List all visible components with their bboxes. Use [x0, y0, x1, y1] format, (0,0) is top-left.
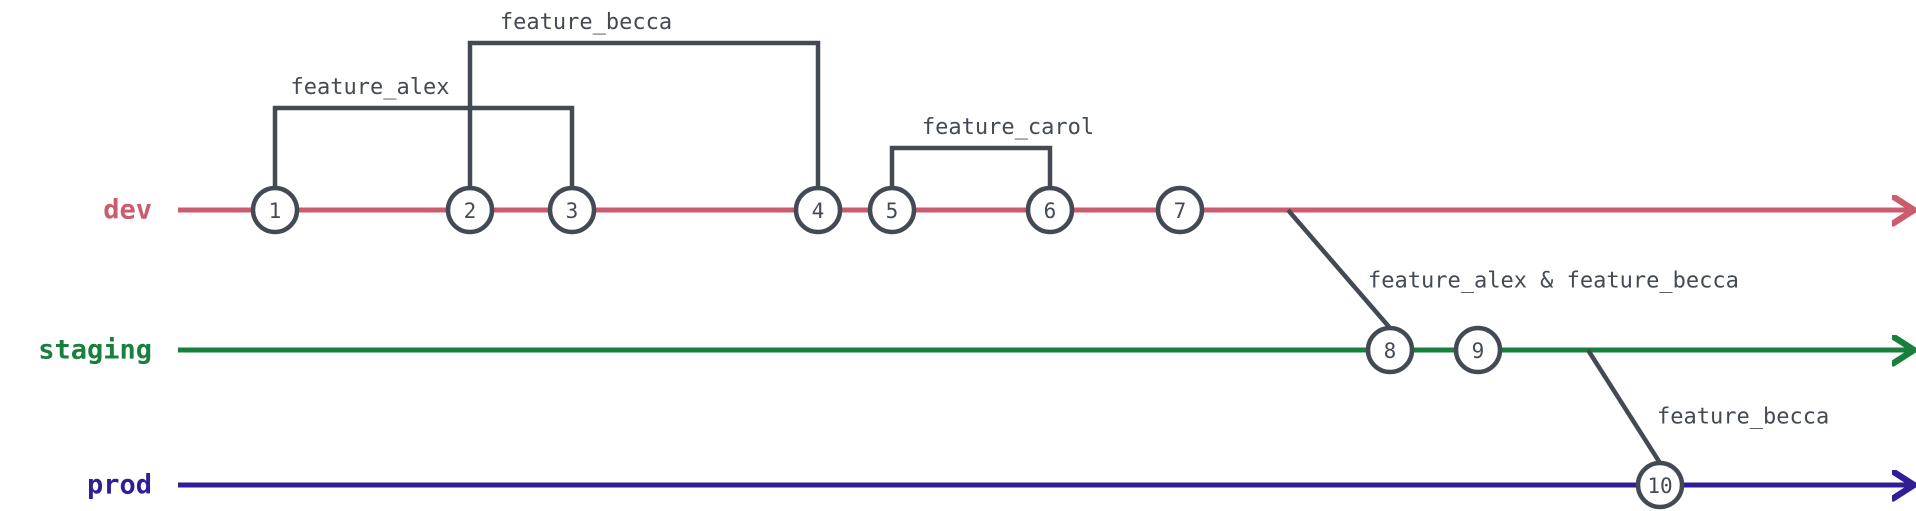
commit-node-4[interactable]	[793, 185, 843, 235]
commit-node-1[interactable]	[250, 185, 300, 235]
commit-node-5[interactable]	[867, 185, 917, 235]
feature-label-feature_carol: feature_carol	[921, 115, 1095, 140]
commit-node-8[interactable]	[1365, 325, 1415, 375]
merge-staging-to-prod	[1586, 348, 1662, 465]
feature-bracket-feature_carol	[889, 145, 1053, 188]
merge-edge-group	[1286, 208, 1662, 465]
branch-label-dev: dev	[103, 194, 152, 226]
commit-node-group	[250, 185, 1685, 510]
commit-node-10[interactable]	[1635, 460, 1685, 510]
commit-node-7[interactable]	[1155, 185, 1205, 235]
commit-node-9[interactable]	[1453, 325, 1503, 375]
feature-label-feature_alex: feature_alex	[290, 75, 450, 100]
commit-node-3[interactable]	[547, 185, 597, 235]
merge-label-merge-dev-to-staging: feature_alex & feature_becca	[1368, 268, 1739, 294]
commit-node-2[interactable]	[445, 185, 495, 235]
merge-dev-to-staging	[1286, 208, 1392, 330]
feature-bracket-group	[272, 40, 1053, 188]
branch-label-prod: prod	[86, 469, 152, 501]
feature-bracket-feature_becca	[467, 40, 821, 188]
commit-node-6[interactable]	[1025, 185, 1075, 235]
merge-label-merge-staging-to-prod: feature_becca	[1657, 404, 1830, 430]
feature-label-feature_becca: feature_becca	[499, 10, 673, 35]
feature-bracket-feature_alex	[272, 105, 575, 188]
branch-label-staging: staging	[38, 334, 152, 366]
